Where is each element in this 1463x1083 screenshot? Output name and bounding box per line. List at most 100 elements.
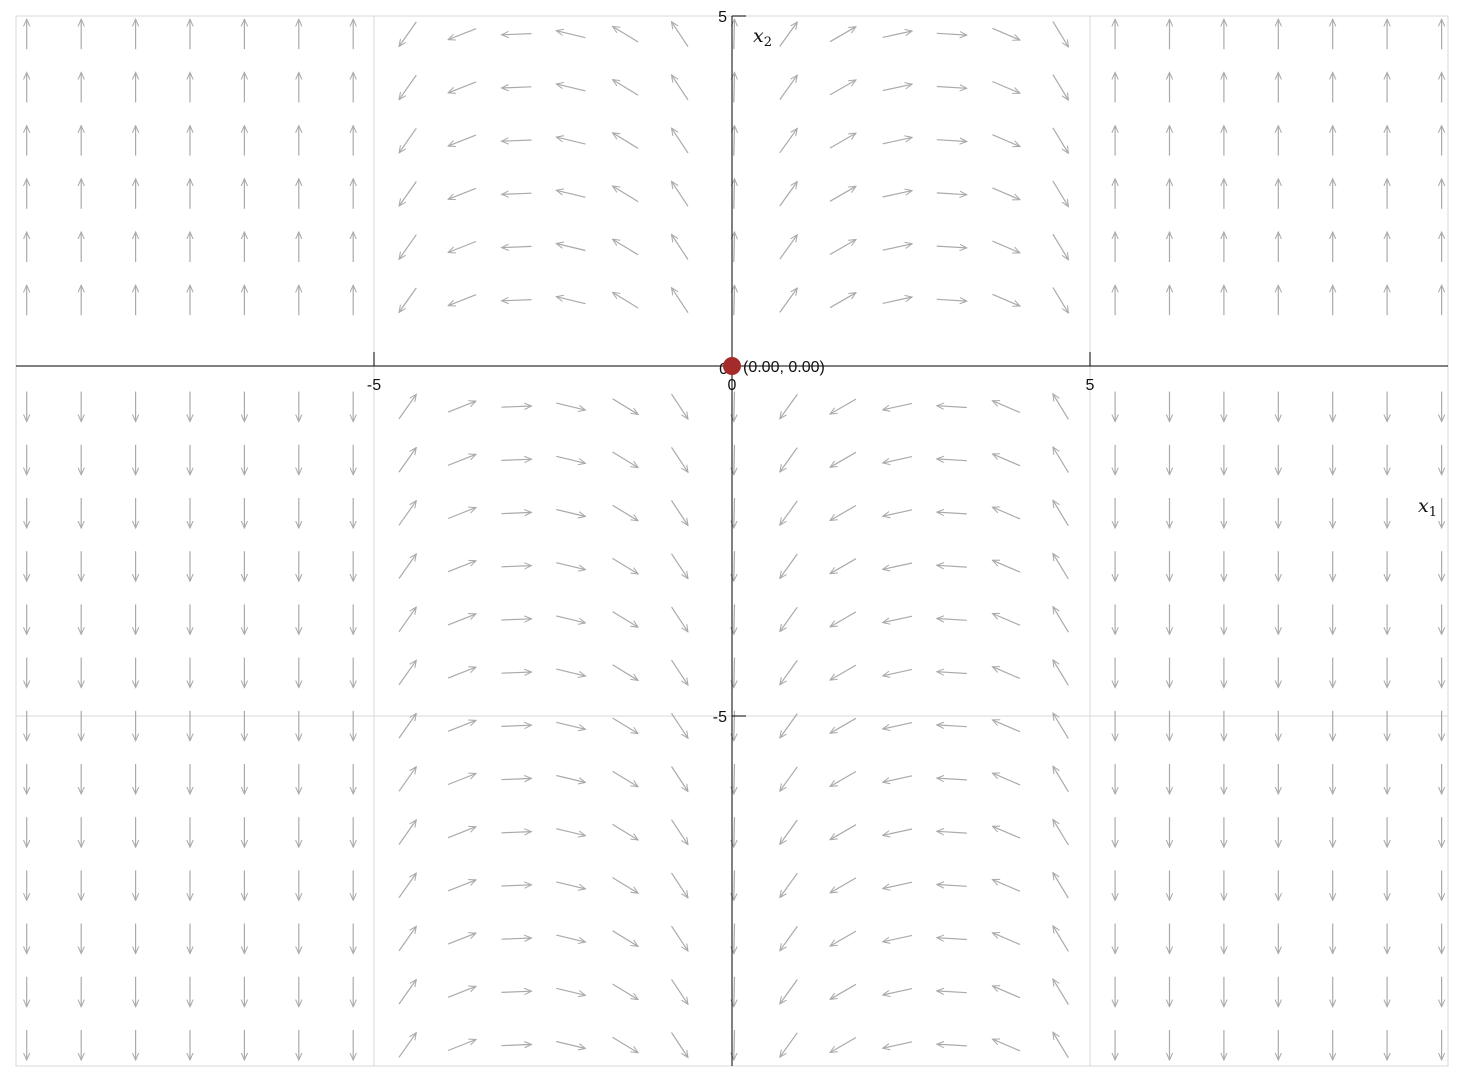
field-arrow [1053, 553, 1069, 580]
field-arrow [829, 240, 856, 256]
field-arrow [992, 773, 1021, 786]
field-arrow [612, 930, 639, 947]
field-arrow [447, 401, 476, 413]
field-arrow [779, 235, 798, 260]
origin-tick-label: 0 [719, 361, 728, 378]
field-arrow [779, 75, 798, 100]
field-arrow [734, 285, 735, 316]
field-arrow [398, 554, 416, 579]
field-arrow [612, 398, 639, 415]
field-arrow [556, 402, 585, 410]
field-arrow [447, 774, 476, 786]
field-arrow [612, 983, 639, 1000]
field-arrow [501, 725, 532, 726]
field-arrow [556, 668, 585, 676]
field-arrow [556, 84, 586, 92]
field-arrow [670, 553, 689, 579]
field-arrow [612, 557, 639, 574]
field-arrow [992, 880, 1021, 892]
field-arrow [780, 447, 798, 472]
field-arrow [670, 1032, 689, 1058]
field-arrow [734, 657, 735, 688]
field-arrow [398, 1033, 416, 1058]
field-arrow [399, 127, 417, 153]
field-arrow [883, 456, 913, 463]
field-arrow [937, 406, 967, 408]
field-arrow [1053, 979, 1069, 1005]
field-arrow [936, 193, 967, 195]
field-arrow [830, 717, 857, 733]
field-arrow [937, 672, 967, 674]
field-arrow [447, 561, 476, 573]
field-arrow [830, 930, 857, 946]
field-arrow [1052, 21, 1069, 47]
field-arrow [883, 562, 913, 569]
field-arrow [734, 551, 735, 581]
field-arrow [936, 33, 967, 35]
field-arrow [937, 619, 967, 621]
field-arrow [992, 720, 1021, 733]
field-arrow [612, 451, 639, 468]
field-arrow [502, 140, 532, 141]
field-arrow [398, 501, 416, 526]
field-arrow [734, 923, 735, 954]
field-arrow [501, 938, 532, 939]
field-arrow [992, 27, 1020, 40]
field-arrow [830, 664, 857, 680]
x-axis-label: x1 [1418, 495, 1437, 520]
field-arrow [556, 562, 585, 570]
field-arrow [502, 87, 532, 88]
field-arrow [1052, 287, 1069, 313]
field-arrow [501, 672, 532, 673]
equilibrium-dot[interactable] [723, 357, 741, 375]
field-arrow [883, 881, 913, 888]
field-arrow [398, 714, 416, 739]
axes [16, 16, 1448, 1066]
field-arrow [1053, 660, 1069, 686]
y-axis-label: x2 [753, 25, 772, 50]
field-arrow [936, 299, 967, 301]
x-tick-label: 5 [1086, 377, 1095, 394]
field-arrow [992, 134, 1020, 147]
field-arrow [830, 770, 857, 787]
field-arrow [1053, 607, 1069, 633]
field-arrow [992, 187, 1020, 200]
field-arrow [556, 455, 585, 463]
field-arrow [556, 934, 585, 942]
field-arrow [829, 186, 856, 202]
field-arrow [672, 75, 689, 101]
field-arrow [670, 712, 689, 738]
field-arrow [883, 402, 913, 409]
field-arrow [447, 986, 476, 998]
field-arrow [1052, 74, 1069, 101]
field-arrow [398, 767, 416, 792]
field-arrow [670, 766, 689, 792]
field-arrow [501, 991, 532, 992]
equilibrium-point[interactable]: (0.00, 0.00) [723, 357, 825, 376]
field-arrow [501, 832, 532, 833]
field-arrow [937, 938, 967, 940]
field-arrow [447, 454, 476, 466]
field-arrow [830, 877, 857, 893]
field-arrow [830, 611, 857, 627]
field-arrow [612, 717, 639, 734]
field-arrow [672, 128, 689, 154]
field-arrow [670, 925, 689, 951]
field-arrow [992, 401, 1021, 414]
field-arrow [670, 819, 689, 845]
field-arrow [883, 722, 913, 729]
field-arrow [780, 1032, 798, 1057]
field-arrow [937, 1044, 967, 1046]
field-arrow [883, 1041, 913, 1048]
field-arrow [829, 80, 856, 96]
field-arrow [829, 133, 856, 149]
field-arrow [501, 778, 532, 779]
field-arrow [734, 444, 735, 475]
field-arrow [992, 614, 1021, 626]
field-arrow [780, 553, 798, 578]
field-arrow [556, 137, 586, 145]
field-arrow [556, 508, 585, 517]
field-arrow [556, 297, 586, 305]
field-arrow [672, 22, 689, 48]
